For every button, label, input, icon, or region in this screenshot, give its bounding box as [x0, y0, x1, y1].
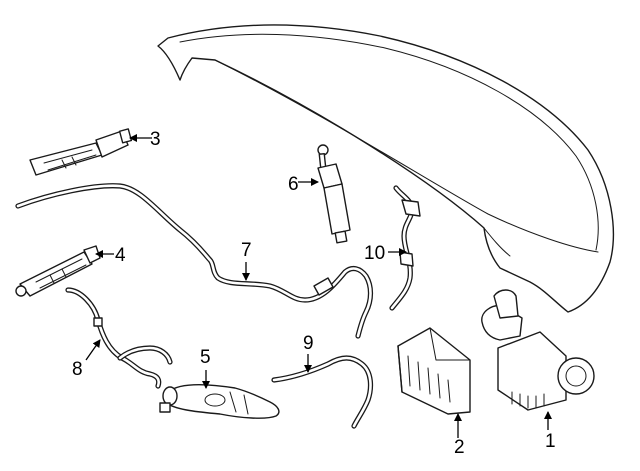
leader-lines [85, 134, 552, 438]
part-4-cylinder [15, 245, 101, 297]
part-1-pump [481, 289, 595, 411]
part-9-hose [271, 355, 374, 429]
part-5-valve-block [159, 384, 280, 419]
callout-1: 1 [545, 431, 556, 452]
top-cover-panel [157, 24, 615, 313]
part-7-hose [15, 183, 374, 339]
callout-3: 3 [150, 129, 161, 150]
part-6-gas-strut [317, 144, 351, 244]
callout-10: 10 [364, 243, 385, 264]
callout-8: 8 [72, 359, 83, 380]
callout-7: 7 [241, 240, 252, 261]
callout-labels: 1 2 3 4 5 6 7 8 9 10 [72, 129, 556, 458]
callout-2: 2 [454, 437, 465, 458]
part-8-hose [65, 287, 173, 389]
part-3-cylinder [29, 128, 133, 176]
callout-5: 5 [200, 347, 211, 368]
part-2-bracket [397, 327, 471, 415]
callout-6: 6 [288, 174, 299, 195]
callout-9: 9 [303, 333, 314, 354]
part-10-bracket-hose [389, 185, 421, 311]
callout-4: 4 [115, 245, 126, 266]
